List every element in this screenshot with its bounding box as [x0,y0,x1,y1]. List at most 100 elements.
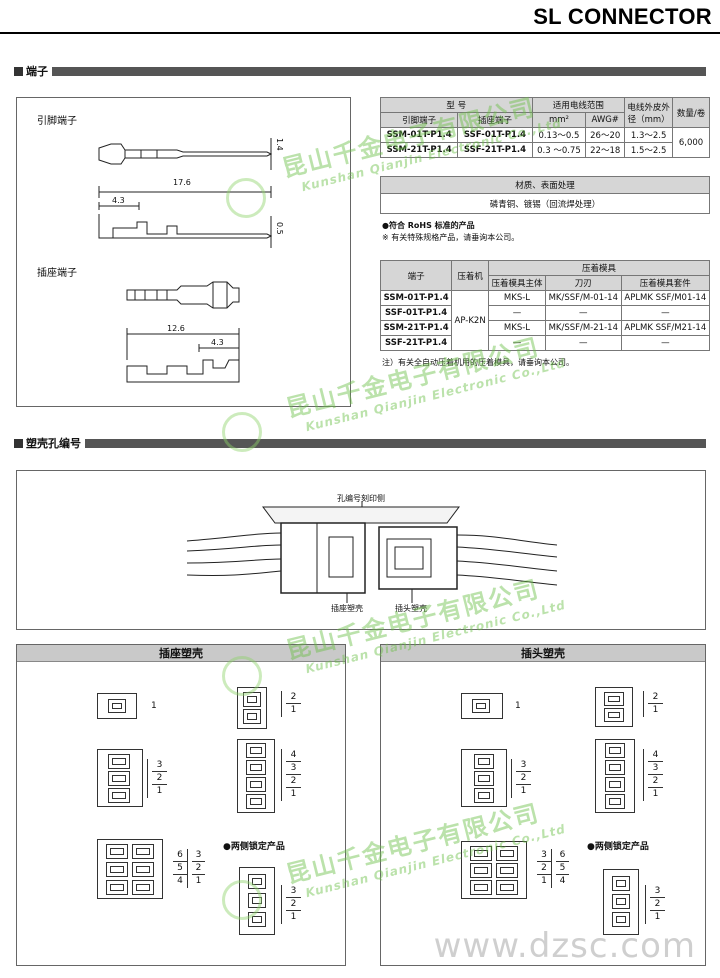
cell-outer: 1.5～2.5 [624,142,674,158]
pin-number: 3 [648,762,663,775]
th-model: 型 号 [380,97,533,113]
dim-0-5: 0.5 [275,222,284,235]
receptacle-4p [237,739,275,813]
cell-machine: AP-K2N [451,290,489,351]
dim-17-6: 17.6 [173,178,191,187]
section-terminals: 端子 [14,64,706,78]
pin-number: 4 [286,749,301,762]
mating-drawing [186,501,558,603]
plug-panel-title: 插头塑壳 [381,645,705,662]
pin-stack: 2 1 [643,691,663,717]
dim-4-3-socket: 4.3 [211,338,224,347]
pin-number: 1 [156,786,163,796]
pin-stack: 2 1 [281,691,301,717]
cell-socket: SSF-01T-P1.4 [457,127,533,143]
pin-number: 3 [286,885,301,898]
material-table: 材质、表面处理 磷青铜、镀锡（回流焊处理） [380,176,710,214]
dim-1-4: 1.4 [275,138,284,151]
pin-stack: 3 2 1 [147,759,167,798]
brand-title: SL CONNECTOR [533,4,712,29]
cell-mm2: 0.3 ～0.75 [531,142,587,158]
cell-qty: 6,000 [672,127,710,158]
th-pin: 引脚端子 [379,112,459,128]
both-lock-label: ●两侧锁定产品 [223,842,285,852]
receptacle-panel-title: 插座塑壳 [17,645,345,662]
pin-stack: 3 2 1 [511,759,531,798]
receptacle-6p [97,839,163,899]
pin-number: 4 [648,749,663,762]
section-bar [52,66,706,76]
pin-number: 2 [648,775,663,788]
plug-lock-3p [603,869,639,935]
cell-pin: SSM-01T-P1.4 [379,127,459,143]
pin-number: 4 [559,876,566,886]
crimp-table: 端子 压着机 压着模具 压着模具主体 刀刃 压着模具套件 SSM-01T-P1.… [379,260,711,351]
th-socket: 插座端子 [457,112,533,128]
pin-number: 2 [286,691,301,704]
receptacle-lock-3p [239,867,275,935]
cell-blade: MK/SSF/M-01-14 [544,290,622,306]
plug-6p [461,841,527,899]
pin-stack: 3 2 1 [645,885,665,924]
section-marker-icon [14,438,23,448]
plug-2p [595,687,633,727]
mating-diagram-box: 孔编号刻印侧 插座塑壳 插头塑壳 [16,470,706,630]
pin-stack: 3 2 1 [533,849,551,888]
receptacle-panel: 插座塑壳 1 2 1 3 2 1 4 3 2 1 [16,644,346,966]
receptacle-label: 插座塑壳 [331,604,363,613]
terminal-drawing-box: 引脚端子 插座端子 [16,97,351,407]
pin-number: 2 [286,898,301,911]
pin-number: 1 [520,786,527,796]
pin-number: 1 [290,789,297,799]
cell-blade: — [544,305,622,321]
plug-4p [595,739,635,813]
pin-stack: 4 3 2 1 [281,749,301,801]
cell-terminal: SSM-21T-P1.4 [379,320,453,336]
section-title: 端子 [26,65,48,78]
plug-label: 插头塑壳 [395,604,427,613]
pin-number: 5 [173,862,187,875]
cell-mm2: 0.13～0.5 [531,127,587,143]
receptacle-2p [237,687,267,729]
pin-number: 1 [541,876,547,886]
cell-terminal: SSM-01T-P1.4 [379,290,453,306]
th-awg: AWG# [585,112,626,128]
pin-number: 1 [654,912,661,922]
section-hole-no: 塑壳孔编号 [14,436,706,450]
cell-kit: — [620,335,711,351]
receptacle-1p [97,693,137,719]
pin-number: 2 [650,898,665,911]
pin-number: 3 [192,849,205,862]
spec-table: 型 号 适用电线范围 电线外皮外径（mm） 数量/卷 引脚端子 插座端子 mm²… [379,97,710,158]
pin-number: 1 [652,705,659,715]
pin-stack: 6 5 4 [169,849,187,888]
material-header: 材质、表面处理 [380,176,710,194]
pin-terminal-label: 引脚端子 [37,116,77,127]
pin-number: 3 [152,759,167,772]
pin-number: 3 [650,885,665,898]
cell-kit: APLMK SSF/M01-14 [620,290,711,306]
plug-1p [461,693,503,719]
material-value: 磷青铜、镀锡（回流焊处理） [380,193,710,214]
cell-socket: SSF-21T-P1.4 [457,142,533,158]
pin-number: 2 [286,775,301,788]
pin-stack: 6 5 4 [551,849,569,888]
pin-number: 1 [290,912,297,922]
rohs-note: ●符合 RoHS 标准的产品 [382,221,475,230]
section-marker-icon [14,66,23,76]
cell-terminal: SSF-21T-P1.4 [379,335,453,351]
pin-number: 3 [516,759,531,772]
th-terminal: 端子 [379,260,453,291]
th-tool-body: 压着模具主体 [488,275,546,291]
pin-number: 5 [556,862,569,875]
th-kit: 压着模具套件 [620,275,711,291]
cell-blade: MK/SSF/M-21-14 [544,320,622,336]
cell-kit: — [620,305,711,321]
cell-body: — [488,305,546,321]
th-tool: 压着模具 [488,260,710,276]
pin-number: 2 [648,691,663,704]
pin-stack: 3 2 1 [281,885,301,924]
cell-kit: APLMK SSF/M21-14 [620,320,711,336]
pin-number: 3 [537,849,551,862]
pin-number: 2 [537,862,551,875]
